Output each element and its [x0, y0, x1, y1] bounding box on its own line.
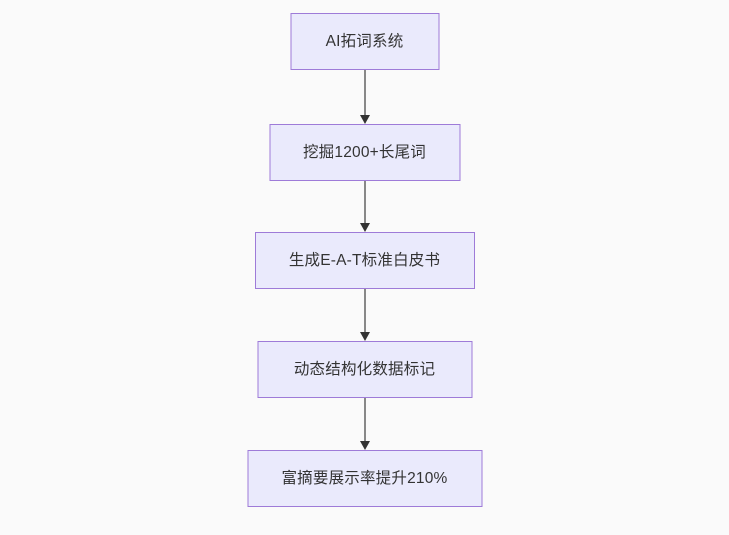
flow-edge-n4-n5	[358, 398, 372, 450]
arrowhead-down-icon	[359, 115, 370, 124]
arrowhead-down-icon	[359, 223, 370, 232]
flow-node-longtail-keywords[interactable]: 挖掘1200+长尾词	[269, 124, 460, 181]
edge-line	[363, 289, 366, 332]
flow-node-rich-snippet-growth[interactable]: 富摘要展示率提升210%	[247, 450, 482, 507]
edge-line	[363, 70, 366, 115]
arrowhead-down-icon	[359, 332, 370, 341]
flow-edge-n3-n4	[358, 289, 372, 341]
edge-line	[363, 181, 366, 223]
flow-node-ai-keyword-system[interactable]: AI拓词系统	[290, 13, 439, 70]
flow-node-label: AI拓词系统	[325, 32, 404, 50]
flow-edge-n2-n3	[358, 181, 372, 232]
flow-node-label: 挖掘1200+长尾词	[302, 143, 427, 161]
arrowhead-down-icon	[359, 441, 370, 450]
edge-line	[363, 398, 366, 441]
flow-node-eat-whitepaper[interactable]: 生成E-A-T标准白皮书	[254, 232, 475, 289]
flow-node-label: 富摘要展示率提升210%	[281, 469, 448, 487]
flow-edge-n1-n2	[358, 70, 372, 124]
flow-node-label: 动态结构化数据标记	[293, 360, 436, 378]
flow-node-structured-data-markup[interactable]: 动态结构化数据标记	[257, 341, 472, 398]
flow-node-label: 生成E-A-T标准白皮书	[288, 251, 441, 269]
